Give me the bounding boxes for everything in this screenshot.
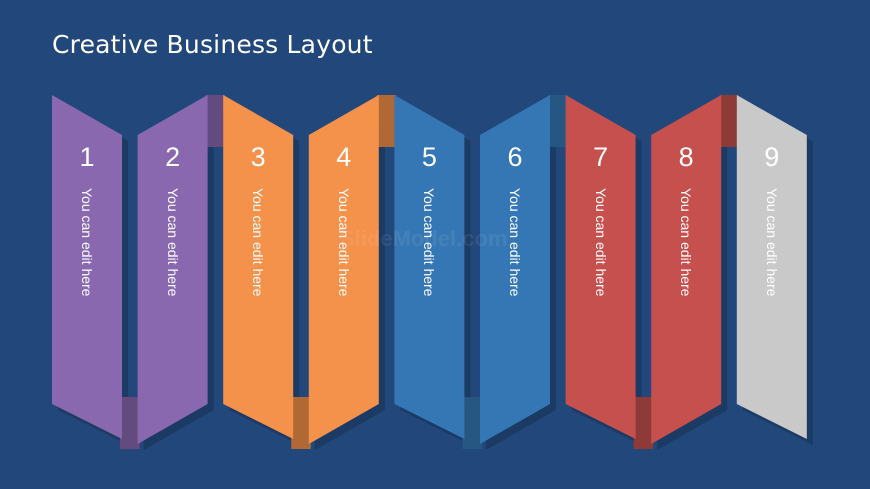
step-number-4: 4 — [336, 142, 352, 172]
step-caption-9[interactable]: You can edit here — [763, 188, 780, 297]
slide-title: Creative Business Layout — [52, 30, 373, 59]
watermark: SlideModel.com — [340, 226, 508, 251]
step-number-1: 1 — [79, 142, 95, 172]
ribbon-fold-5 — [462, 397, 482, 449]
step-caption-3[interactable]: You can edit here — [250, 188, 267, 297]
ribbon-fold-4 — [376, 95, 397, 147]
ribbon-panel-1 — [52, 95, 122, 439]
ribbon-panel-2 — [137, 95, 208, 444]
step-number-3: 3 — [250, 142, 266, 172]
step-caption-1[interactable]: You can edit here — [79, 188, 95, 297]
ribbon-fold-8 — [719, 95, 739, 147]
ribbon-panel-9 — [736, 95, 807, 439]
ribbon-fold-7 — [633, 397, 654, 449]
ribbon-panel-8 — [651, 95, 722, 444]
step-caption-2[interactable]: You can edit here — [164, 188, 181, 297]
step-caption-7[interactable]: You can edit here — [592, 188, 609, 297]
ribbon-panel-4 — [308, 95, 379, 444]
step-number-8: 8 — [678, 142, 694, 172]
ribbon-panel-6 — [480, 95, 550, 444]
step-number-9: 9 — [764, 142, 780, 172]
step-number-6: 6 — [507, 142, 523, 172]
ribbon-fold-1 — [120, 397, 140, 449]
step-caption-5[interactable]: You can edit here — [421, 188, 438, 297]
step-caption-6[interactable]: You can edit here — [507, 188, 523, 297]
ribbon-panel-7 — [565, 95, 636, 439]
step-number-5: 5 — [421, 142, 437, 172]
ribbon-fold-2 — [205, 95, 226, 147]
ribbon-fold-3 — [291, 397, 311, 449]
step-number-7: 7 — [593, 142, 609, 172]
step-caption-4[interactable]: You can edit here — [335, 188, 352, 297]
ribbon-panel-3 — [223, 95, 294, 439]
ribbon-panel-5 — [394, 95, 465, 439]
ribbon-fold-6 — [548, 95, 568, 147]
step-number-2: 2 — [165, 142, 181, 172]
step-caption-8[interactable]: You can edit here — [678, 188, 695, 297]
